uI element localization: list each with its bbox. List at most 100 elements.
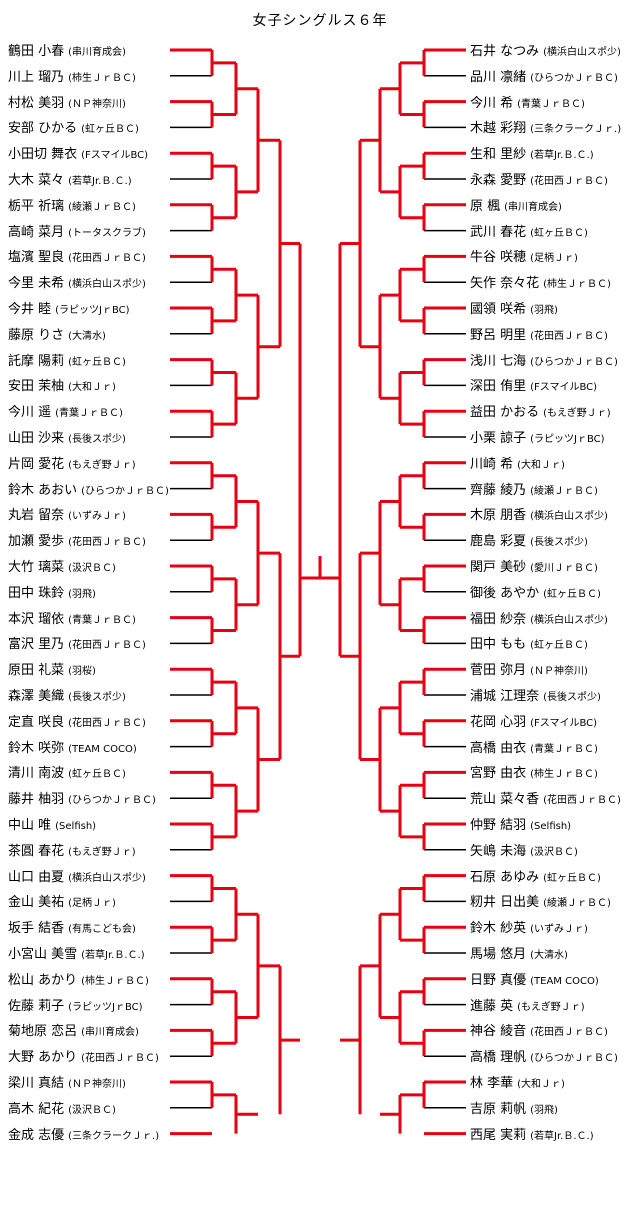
- player-club: (花田西ＪｒＢＣ): [530, 1027, 608, 1039]
- player-name: 中山 唯: [8, 818, 52, 833]
- player-club: (ひらつかＪｒＢＣ): [530, 356, 618, 368]
- page-title: 女子シングルス６年: [252, 13, 388, 29]
- player-entry: 村松 美羽(ＮＰ神奈川): [8, 92, 168, 112]
- player-club: (ラピッツJｒBC): [55, 305, 130, 316]
- player-entry: 鈴木 紗英(いずみＪｒ): [470, 917, 636, 937]
- player-club: (汲沢ＢＣ): [68, 563, 116, 574]
- player-entry: 深田 侑里(FスマイルBC): [470, 375, 636, 395]
- player-name: 山口 由夏: [8, 869, 65, 885]
- player-entry: 安部 ひかる(虹ヶ丘ＢＣ): [8, 117, 168, 137]
- player-club: (横浜白山スポ少): [543, 47, 621, 58]
- player-club: (長後スポ少): [530, 537, 588, 549]
- player-entry: 今里 未希(横浜白山スポ少): [8, 272, 168, 292]
- player-name: 齊藤 綾乃: [470, 482, 527, 498]
- player-club: (もえぎ野Ｊｒ): [543, 408, 611, 420]
- player-club: (花田西ＪｒＢＣ): [81, 1053, 159, 1065]
- player-name: 今井 睦: [8, 302, 52, 317]
- player-name: 石原 あゆみ: [470, 869, 540, 885]
- player-club: (羽桜): [68, 666, 96, 678]
- player-club: (花田西ＪｒＢＣ): [68, 640, 146, 652]
- player-club: (花田西ＪｒＢＣ): [530, 330, 608, 342]
- player-club: (横浜白山スポ少): [530, 511, 608, 523]
- player-name: 定直 咲良: [8, 714, 65, 730]
- player-club: (花田西ＪｒＢＣ): [68, 717, 146, 729]
- player-entry: 山口 由夏(横浜白山スポ少): [8, 866, 168, 886]
- player-entry: 高橋 由衣(青葉ＪｒＢＣ): [470, 737, 636, 757]
- player-name: 佐藤 莉子: [8, 998, 65, 1014]
- player-entry: 鶴田 小春(串川育成会): [8, 40, 168, 60]
- player-name: 國領 咲希: [470, 302, 527, 317]
- player-club: (TEAM COCO): [68, 743, 137, 755]
- player-club: (TEAM COCO): [530, 975, 599, 987]
- player-entry: 齊藤 綾乃(綾瀬ＪｒＢＣ): [470, 479, 636, 499]
- player-name: 木原 朋香: [470, 508, 527, 524]
- player-entry: 石原 あゆみ(虹ヶ丘ＢＣ): [470, 866, 636, 886]
- player-club: (青葉ＪｒＢＣ): [517, 98, 585, 110]
- player-club: (FスマイルBC): [530, 382, 598, 394]
- player-entry: 田中 もも(虹ヶ丘ＢＣ): [470, 633, 636, 653]
- player-name: 安部 ひかる: [8, 121, 78, 137]
- player-club: (若草Jr.Ｂ.Ｃ.): [530, 1130, 594, 1142]
- player-club: (虹ヶ丘ＢＣ): [81, 124, 139, 136]
- player-club: (有馬こども会): [68, 924, 136, 936]
- player-club: (もえぎ野Ｊｒ): [68, 846, 136, 858]
- player-entry: 栃平 祈璃(綾瀬ＪｒＢＣ): [8, 195, 168, 215]
- player-name: 菅田 弥月: [470, 663, 527, 679]
- player-entry: 松山 あかり(柿生ＪｒＢＣ): [8, 969, 168, 989]
- player-name: 高崎 菜月: [8, 224, 65, 240]
- player-entry: 浅川 七海(ひらつかＪｒＢＣ): [470, 350, 636, 370]
- player-name: 生和 里紗: [470, 147, 527, 163]
- player-entry: 本沢 瑠依(青葉ＪｒＢＣ): [8, 608, 168, 628]
- player-name: 仲野 結羽: [470, 818, 527, 833]
- player-name: 宮野 由衣: [470, 766, 527, 782]
- player-entry: 茶圓 春花(もえぎ野Ｊｒ): [8, 840, 168, 860]
- player-entry: 菅田 弥月(ＮＰ神奈川): [470, 659, 636, 679]
- player-name: 鈴木 あおい: [8, 482, 78, 498]
- player-club: (串川育成会): [504, 201, 562, 213]
- player-entry: 矢作 奈々花(柿生ＪｒＢＣ): [470, 272, 636, 292]
- player-entry: 今川 希(青葉ＪｒＢＣ): [470, 92, 636, 112]
- player-name: 高橋 由衣: [470, 740, 527, 756]
- player-club: (若草Jr.Ｂ.Ｃ.): [68, 176, 132, 187]
- player-name: 鈴木 咲弥: [8, 740, 65, 756]
- player-entry: 益田 かおる(もえぎ野Ｊｒ): [470, 401, 636, 421]
- player-entry: 佐藤 莉子(ラピッツJｒBC): [8, 995, 168, 1015]
- player-name: 松山 あかり: [8, 972, 78, 988]
- player-club: (綾瀬ＪｒＢＣ): [68, 201, 136, 213]
- player-name: 今川 遥: [8, 405, 52, 421]
- player-entry: 託摩 陽莉(虹ヶ丘ＢＣ): [8, 350, 168, 370]
- player-club: (長後スポ少): [68, 692, 126, 703]
- player-entry: 大野 あかり(花田西ＪｒＢＣ): [8, 1046, 168, 1066]
- player-name: 高木 紀花: [8, 1101, 65, 1117]
- player-club: (青葉ＪｒＢＣ): [55, 408, 123, 420]
- player-entry: 坂手 結香(有馬こども会): [8, 917, 168, 937]
- player-entry: 定直 咲良(花田西ＪｒＢＣ): [8, 711, 168, 731]
- player-name: 村松 美羽: [8, 95, 65, 111]
- player-club: (柿生ＪｒＢＣ): [81, 975, 149, 987]
- player-club: (横浜白山スポ少): [68, 279, 146, 291]
- player-club: (柿生ＪｒＢＣ): [530, 769, 598, 781]
- player-name: 福田 紗奈: [470, 611, 527, 627]
- player-entry: 川上 瑠乃(柿生ＪｒＢＣ): [8, 66, 168, 86]
- player-entry: 矢嶋 未海(汲沢ＢＣ): [470, 840, 636, 860]
- player-name: 富沢 里乃: [8, 637, 65, 653]
- player-entry: 塩濱 聖良(花田西ＪｒＢＣ): [8, 246, 168, 266]
- player-name: 高橋 理帆: [470, 1050, 527, 1066]
- player-entry: 牛谷 咲穂(足柄Ｊｒ): [470, 246, 636, 266]
- player-name: 大野 あかり: [8, 1050, 78, 1066]
- player-name: 託摩 陽莉: [8, 353, 65, 369]
- player-club: (大和Ｊｒ): [517, 459, 565, 471]
- player-entry: 木越 彩翔(三条クラークＪｒ.): [470, 117, 636, 137]
- player-club: (羽飛): [530, 1104, 558, 1116]
- player-name: 関戸 美砂: [470, 560, 527, 575]
- player-club: (ひらつかＪｒＢＣ): [68, 795, 156, 807]
- player-entry: 関戸 美砂(愛川ＪｒＢＣ): [470, 556, 636, 576]
- player-entry: 加瀬 愛歩(花田西ＪｒＢＣ): [8, 530, 168, 550]
- player-entry: 進藤 英(もえぎ野Ｊｒ): [470, 995, 636, 1015]
- player-club: (いずみＪｒ): [530, 924, 588, 936]
- player-entry: 大竹 璃菜(汲沢ＢＣ): [8, 556, 168, 576]
- player-entry: 山田 沙来(長後スポ少): [8, 427, 168, 447]
- player-name: 塩濱 聖良: [8, 250, 65, 266]
- player-club: (ラピッツJｒBC): [68, 1001, 143, 1013]
- player-name: 花岡 心羽: [470, 714, 527, 730]
